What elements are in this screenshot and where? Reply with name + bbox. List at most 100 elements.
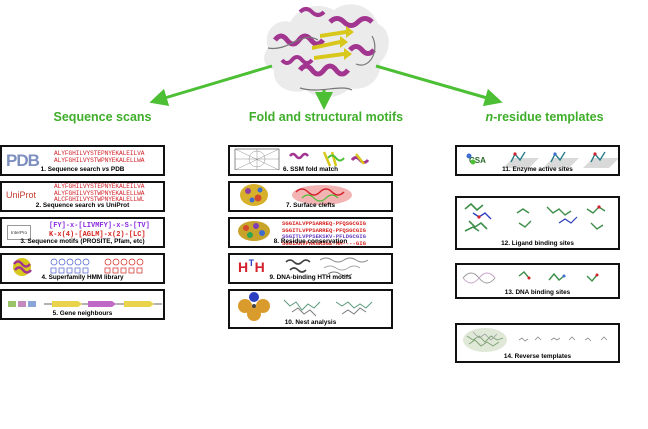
protein-structure-icon [264, 4, 389, 98]
card-sequence-search-pdb[interactable]: PDB ALYFGHILVYSTEPNYEKALEILVA ALYFGHILVY… [0, 145, 165, 176]
arrow-to-residue-templates [375, 64, 503, 107]
hth-logo-h: H [238, 259, 249, 275]
motif-patterns: [FY]-x-[LIVMFY]-x-S-[TV] K-x(4)-[AGLM]-x… [49, 222, 150, 239]
hth-logo-t: T [248, 258, 255, 268]
card-caption: 12. Ligand binding sites [457, 240, 618, 247]
caption-text: Superfamily HMM library [48, 274, 124, 281]
card-number: 12. [501, 240, 510, 247]
uniprot-logo: UniProt [6, 190, 37, 200]
card-number: 3. [20, 238, 26, 245]
card-caption: 5. Gene neighbours [2, 310, 163, 317]
card-enzyme-active-sites[interactable]: CSA 11. Enzyme active sites [455, 145, 620, 176]
card-dna-binding-hth[interactable]: HTH 9. DNA-binding HTH motifs [228, 253, 393, 284]
card-caption: 6. SSM fold match [230, 166, 391, 173]
caption-text: Sequence search [47, 166, 103, 173]
card-caption: 3. Sequence motifs (PROSITE, Pfam, etc) [2, 238, 163, 245]
card-number: 10. [284, 319, 294, 326]
caption-text: Surface clefts [293, 202, 336, 209]
caption-text: Sequence motifs (PROSITE, Pfam, etc) [27, 238, 145, 245]
motif-line: K-x(4)-[AGLM]-x(2)-[LC] [49, 230, 146, 239]
hth-logo: HTH [238, 258, 266, 275]
hth-illustration [285, 257, 369, 277]
card-caption: 13. DNA binding sites [457, 289, 618, 296]
seq-line: ALYFGHILVYSTEPNYEKALEILVA [54, 183, 145, 190]
hmm-illustration [13, 258, 144, 276]
card-caption: 1. Sequence search vs PDB [2, 166, 163, 173]
card-superfamily-hmm[interactable]: 4. Superfamily HMM library [0, 253, 165, 284]
card-caption: 8. Residue conservation [230, 238, 391, 245]
seq-line: SGGITLVPPSARREQ-PFQSGCGIG [282, 226, 366, 234]
interpro-logo: InterPro [7, 225, 31, 240]
seq-line: ALYFGHILVYSTWPNYEKALELLWA [54, 189, 145, 197]
hth-logo-h2: H [254, 259, 266, 275]
caption-text: Nest analysis [295, 319, 337, 326]
card-nest-analysis[interactable]: 10. Nest analysis [228, 289, 393, 329]
caption-text: Ligand binding sites [511, 240, 574, 247]
card-caption: 9. DNA-binding HTH motifs [230, 274, 391, 281]
seq-line: ALYFGHILVYSTWPNYEKALELLWA [54, 157, 145, 165]
csa-logo: CSA [469, 156, 486, 165]
card-number: 1. [40, 166, 46, 173]
caption-text: Gene neighbours [59, 310, 113, 317]
enzyme-sites-illustration [466, 151, 618, 168]
caption-text: PDB [109, 166, 125, 173]
card-caption: 2. Sequence search vs UniProt [2, 202, 163, 209]
ssm-illustration [234, 148, 370, 170]
caption-vs: vs [97, 202, 105, 209]
card-number: 13. [504, 289, 514, 296]
caption-text: UniProt [104, 202, 130, 209]
caption-text: Residue conservation [280, 238, 348, 245]
card-gene-neighbours[interactable]: 5. Gene neighbours [0, 289, 165, 320]
card-ligand-binding-sites[interactable]: 12. Ligand binding sites [455, 196, 620, 250]
motif-line: [FY]-x-[LIVMFY]-x-S-[TV] [49, 222, 150, 230]
surface-clefts-illustration [240, 184, 352, 206]
caption-text: Sequence search [42, 202, 98, 209]
heading-sequence-scans: Sequence scans [53, 110, 152, 124]
card-surface-clefts[interactable]: 7. Surface clefts [228, 181, 393, 212]
card-number: 14. [503, 353, 513, 360]
card-ssm-fold-match[interactable]: 6. SSM fold match [228, 145, 393, 176]
seq-line: ALYFGHILVYSTEPNYEKALEILVA [54, 150, 145, 157]
card-number: 9. [269, 274, 275, 281]
caption-text: DNA-binding HTH motifs [276, 274, 352, 281]
seq-line: SGGITLVPPSEKSKV-PFLDGCGIG [282, 233, 366, 241]
uniprot-alignment: ALYFGHILVYSTEPNYEKALEILVA ALYFGHILVYSTWP… [54, 183, 145, 204]
card-number: 11. [502, 166, 511, 173]
card-number: 8. [273, 238, 280, 245]
reverse-templates-illustration [463, 328, 608, 352]
heading-fold-motifs: Fold and structural motifs [248, 110, 404, 124]
card-residue-conservation[interactable]: SGGIALVPPSARREQ-PFQSGCGIG SGGITLVPPSARRE… [228, 217, 393, 248]
card-number: 4. [41, 274, 47, 281]
card-number: 6. [282, 166, 289, 173]
card-caption: 4. Superfamily HMM library [2, 274, 163, 281]
conservation-alignment: SGGIALVPPSARREQ-PFQSGCGIG SGGITLVPPSARRE… [282, 220, 366, 247]
caption-text: Reverse templates [514, 353, 572, 360]
heading-templates-suffix: -residue templates [493, 110, 604, 124]
dna-sites-illustration [462, 271, 599, 284]
card-caption: 14. Reverse templates [457, 353, 618, 360]
card-number: 5. [52, 310, 58, 317]
card-number: 2. [35, 202, 42, 209]
card-sequence-motifs[interactable]: InterPro [FY]-x-[LIVMFY]-x-S-[TV] K-x(4)… [0, 217, 165, 248]
heading-templates-n: n [485, 110, 494, 124]
ligand-sites-illustration [464, 202, 606, 232]
seq-line: SGGIALVPPSARREQ-PFQSGCGIG [282, 220, 366, 227]
caption-text: DNA binding sites [515, 289, 571, 296]
conservation-illustration [238, 221, 270, 241]
card-dna-binding-sites[interactable]: 13. DNA binding sites [455, 263, 620, 299]
seq-line: SGGIAAVPAKGRSGE-AM----GIG [282, 239, 366, 247]
arrow-to-sequence-scans [149, 64, 273, 107]
seq-line: ALCFGHILVYSTWPNYEKALELLWL [54, 196, 145, 204]
nest-illustration [238, 292, 373, 321]
card-number: 7. [285, 202, 292, 209]
caption-text: Enzyme active sites [512, 166, 573, 173]
card-sequence-search-uniprot[interactable]: UniProt ALYFGHILVYSTEPNYEKALEILVA ALYFGH… [0, 181, 165, 212]
card-caption: 11. Enzyme active sites [457, 166, 618, 173]
pdb-alignment: ALYFGHILVYSTEPNYEKALEILVA ALYFGHILVYSTWP… [54, 150, 144, 165]
gene-neighbours-illustration [8, 301, 162, 307]
heading-residue-templates: n-residue templates [462, 108, 627, 126]
card-caption: 7. Surface clefts [230, 202, 391, 209]
card-reverse-templates[interactable]: 14. Reverse templates [455, 323, 620, 363]
pdb-logo: PDB [6, 151, 40, 170]
